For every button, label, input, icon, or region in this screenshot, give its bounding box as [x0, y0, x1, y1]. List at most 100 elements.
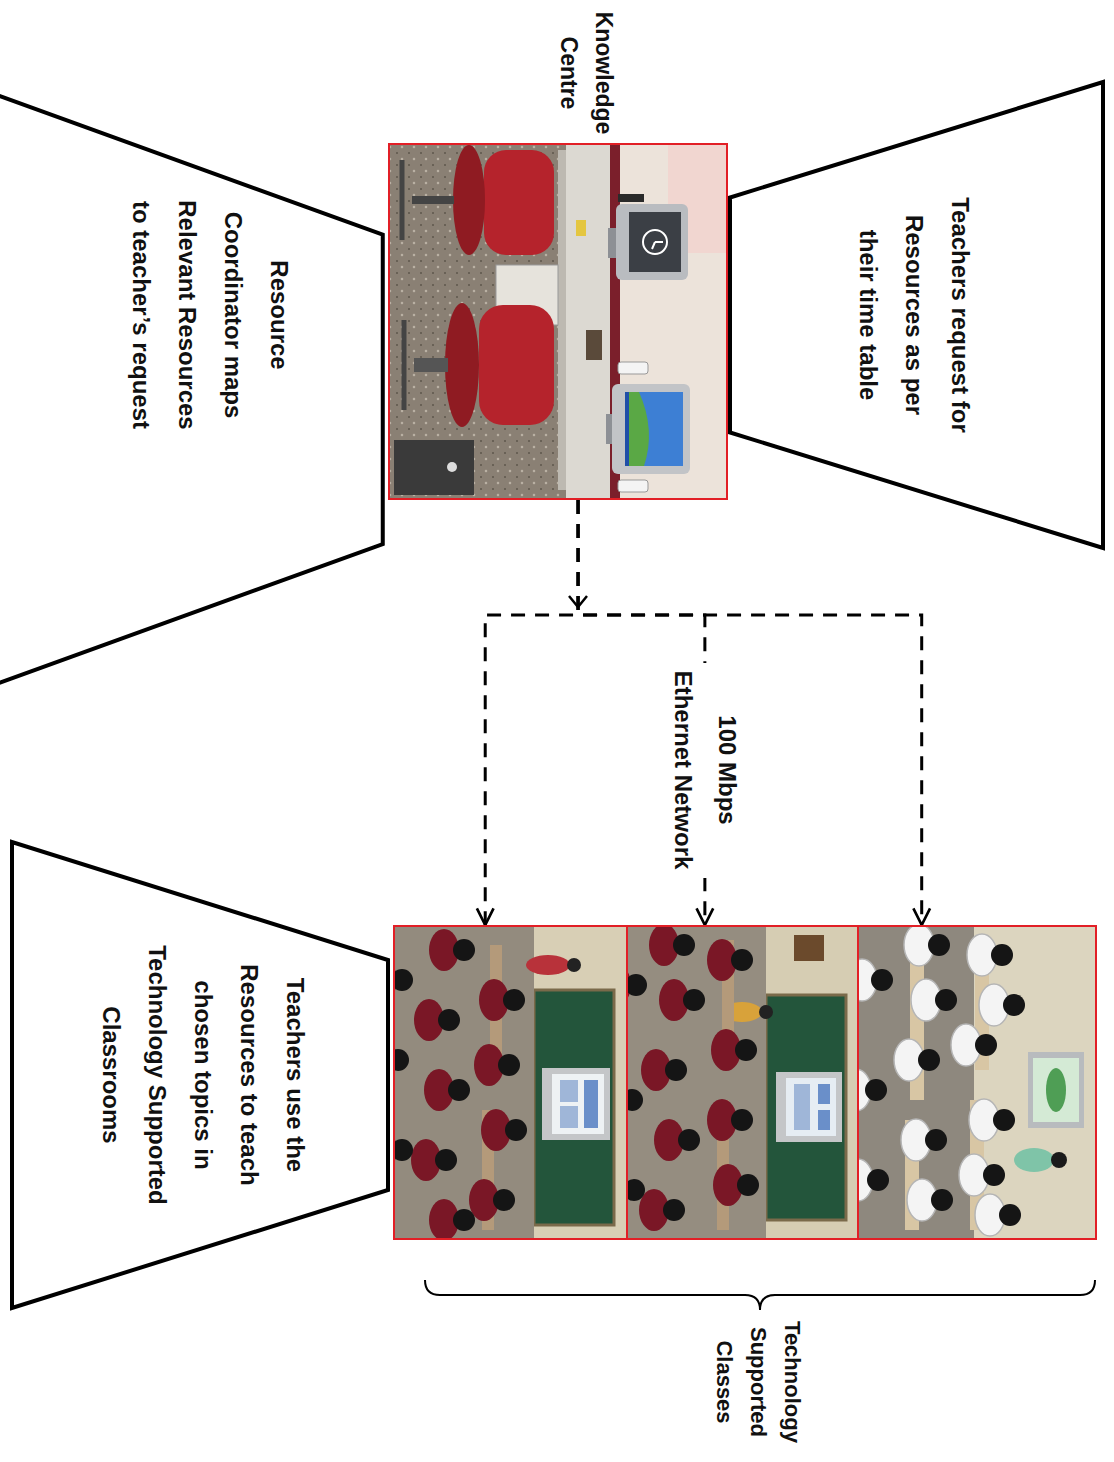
mouse-pad — [586, 330, 602, 360]
student — [649, 925, 695, 966]
process-trapezoid: Resource Coordinator maps Relevant Resou… — [5, 80, 385, 550]
student — [858, 959, 893, 1001]
clock-hands — [652, 242, 663, 249]
chair-base — [402, 320, 407, 410]
screen-content — [818, 1110, 830, 1130]
student — [858, 1159, 889, 1201]
process-trapezoid: Teachers request for Resources as per th… — [728, 80, 1105, 550]
student — [393, 1129, 413, 1171]
monitor-body — [612, 384, 690, 474]
monitor-body — [616, 204, 688, 280]
student — [479, 979, 525, 1021]
screen-content — [794, 1084, 810, 1130]
student — [967, 934, 1013, 976]
chalkboard — [534, 990, 614, 1225]
classroom-photo — [393, 925, 627, 1240]
student — [627, 1079, 643, 1121]
screen-frame — [776, 1072, 842, 1142]
monitor-screen — [625, 392, 683, 466]
student — [393, 1039, 409, 1081]
student — [979, 984, 1025, 1026]
speaker — [618, 480, 648, 492]
teacher-head — [567, 958, 581, 972]
trapezoid-outline — [0, 83, 383, 697]
monitor-base — [608, 228, 616, 258]
photo-heading: Knowledge Centre — [551, 7, 621, 139]
student — [894, 1039, 940, 1081]
student — [904, 925, 950, 966]
student — [429, 1199, 475, 1240]
student — [411, 1139, 457, 1181]
speaker — [618, 362, 648, 374]
student — [707, 939, 753, 981]
chair-base — [400, 160, 405, 240]
group-bracket — [425, 1280, 1095, 1310]
student — [627, 1169, 645, 1211]
monitor-screen — [629, 212, 681, 272]
screen-content — [560, 1080, 578, 1102]
network-connector — [578, 500, 922, 925]
student — [424, 1069, 470, 1111]
screen-wallpaper — [625, 392, 649, 466]
photo-panel: Technology Supported Classes — [393, 925, 1097, 1240]
student — [654, 1119, 700, 1161]
student — [414, 999, 460, 1041]
student — [858, 1069, 887, 1111]
screen-frame — [542, 1068, 610, 1140]
teacher-head — [1051, 1152, 1067, 1168]
screen-content — [1046, 1068, 1066, 1112]
trapezoid-outline — [730, 82, 1103, 548]
student — [474, 1044, 520, 1086]
screen-content — [560, 1106, 578, 1128]
student — [639, 1189, 685, 1231]
student — [911, 979, 957, 1021]
student — [713, 1164, 759, 1206]
student — [901, 1119, 947, 1161]
desk-sticker — [576, 220, 586, 236]
node-text: Teachers use the Resources to teach chos… — [88, 933, 318, 1218]
screen — [786, 1078, 836, 1136]
wall — [627, 925, 858, 1240]
chalkboard — [766, 995, 846, 1220]
desk-edge — [558, 150, 566, 490]
floor — [627, 925, 766, 1240]
wall — [858, 925, 1097, 1240]
process-trapezoid: Teachers use the Resources to teach chos… — [10, 840, 390, 1310]
chair-stand — [414, 358, 448, 372]
node-text: Teachers request for Resources as per th… — [845, 191, 983, 439]
wall-sign — [794, 935, 824, 961]
student — [707, 1099, 753, 1141]
student — [975, 1194, 1021, 1236]
student — [627, 964, 647, 1006]
screen-frame — [1028, 1052, 1084, 1128]
teacher-body — [1014, 1148, 1054, 1172]
screen — [1033, 1058, 1079, 1122]
student — [969, 1099, 1015, 1141]
monitor-base — [606, 414, 612, 444]
student — [641, 1049, 687, 1091]
teacher-head — [759, 1005, 773, 1019]
connector-label: 100 Mbps Ethernet Network — [661, 663, 749, 878]
photo-heading: Technology Supported Classes — [707, 1314, 809, 1450]
screen-content — [818, 1084, 830, 1104]
clock-icon — [643, 230, 667, 254]
trapezoid-outline — [12, 842, 388, 1308]
cpu-tower — [394, 440, 474, 495]
student — [429, 929, 475, 971]
student — [393, 959, 413, 1001]
student — [959, 1154, 1005, 1196]
chair-back — [479, 305, 554, 425]
screen-content — [584, 1080, 598, 1128]
chair-seat — [453, 145, 485, 255]
knowledge-centre-photo — [388, 143, 728, 500]
chair-seat — [445, 303, 479, 427]
student — [659, 979, 705, 1021]
photo-panel: Knowledge Centre — [388, 143, 728, 500]
classroom-photo — [858, 925, 1097, 1240]
speaker — [618, 194, 644, 202]
student — [711, 1029, 757, 1071]
photo-separator — [627, 925, 858, 1240]
screen — [552, 1074, 604, 1134]
chair-stand — [412, 196, 454, 204]
